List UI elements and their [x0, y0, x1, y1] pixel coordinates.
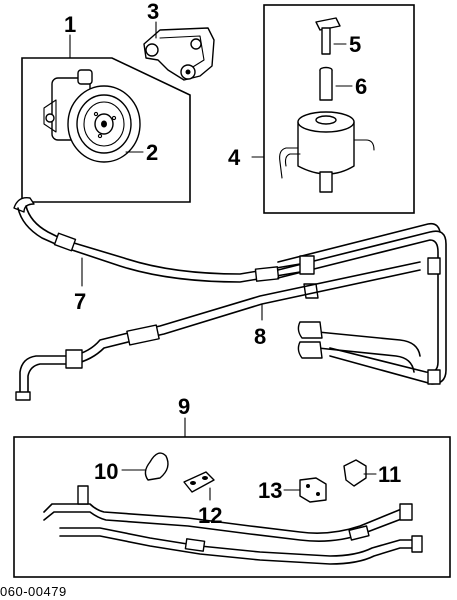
mounting-bracket — [299, 477, 327, 503]
callout-7: 7 — [74, 289, 86, 314]
return-hose-assembly — [15, 261, 421, 401]
tube-clip — [343, 459, 367, 487]
cooler-panel-frame — [13, 436, 451, 578]
callout-5: 5 — [349, 32, 361, 57]
hose-clamp — [144, 452, 169, 481]
callout-2: 2 — [146, 140, 158, 165]
reservoir-group: 4 5 6 — [228, 4, 415, 214]
power-steering-pump — [43, 69, 141, 163]
pump-group: 1 2 — [21, 12, 191, 203]
callout-3: 3 — [147, 0, 159, 24]
cooler-tube — [43, 485, 423, 565]
pump-panel-frame — [21, 57, 191, 203]
callout-1: 1 — [64, 12, 76, 37]
callout-12: 12 — [198, 503, 222, 528]
callout-8: 8 — [254, 324, 266, 349]
reservoir-body — [279, 111, 375, 193]
callout-6: 6 — [355, 74, 367, 99]
reservoir-cap — [315, 17, 341, 55]
pump-bracket — [143, 27, 215, 81]
callout-13: 13 — [258, 478, 282, 503]
reservoir-panel-frame — [263, 4, 415, 214]
reference-code: 060-00479 — [0, 584, 67, 599]
line-clip — [183, 471, 215, 493]
callout-11: 11 — [378, 462, 401, 487]
callout-4: 4 — [228, 145, 241, 170]
callout-10: 10 — [94, 459, 118, 484]
cooler-line-group: 9 10 12 13 11 — [13, 394, 451, 578]
reservoir-filter — [319, 66, 333, 101]
pressure-hose-assembly — [13, 197, 447, 385]
callout-9: 9 — [178, 394, 190, 419]
